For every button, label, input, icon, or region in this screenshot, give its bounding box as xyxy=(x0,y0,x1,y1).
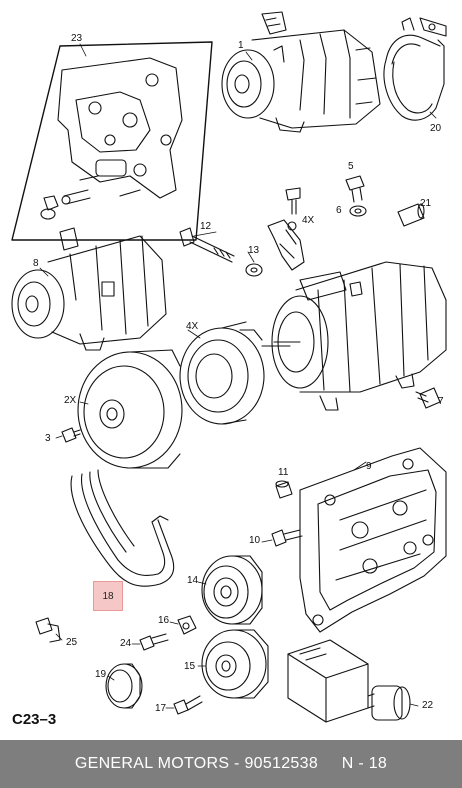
part-18-belt xyxy=(70,469,175,587)
part-1-compressor xyxy=(221,11,381,133)
diagram-code: C23–3 xyxy=(12,711,57,728)
part-9-bracket xyxy=(299,447,447,633)
callout-17: 17 xyxy=(155,703,167,714)
callout-19: 19 xyxy=(95,669,107,680)
part-16-nut xyxy=(177,615,197,635)
callout-15: 15 xyxy=(184,661,196,672)
part-19-cap xyxy=(105,663,143,709)
part-12-bolt xyxy=(179,227,235,263)
part-23-bracket xyxy=(11,41,213,241)
exploded-parts-diagram xyxy=(11,11,447,723)
callout-25: 25 xyxy=(66,637,78,648)
callout-3: 3 xyxy=(45,433,51,444)
part-7-bolt xyxy=(415,387,441,409)
callout-20: 20 xyxy=(430,123,442,134)
footer-spacer xyxy=(318,755,342,773)
part-14-pulley xyxy=(201,555,263,625)
small-bolt-top xyxy=(285,187,301,215)
callout-4x-top: 4X xyxy=(302,215,315,226)
callout-24: 24 xyxy=(120,638,132,649)
part-3-bolt xyxy=(61,427,81,443)
part-13-washer xyxy=(245,263,263,277)
part-22-sensor xyxy=(287,639,411,723)
callout-1: 1 xyxy=(238,40,244,51)
callout-2x: 2X xyxy=(64,395,77,406)
callout-23: 23 xyxy=(71,33,83,44)
highlighted-part-number: 18 xyxy=(102,591,114,602)
part-2x-clutch xyxy=(77,349,183,469)
part-7-compressor xyxy=(261,261,447,411)
footer-separator: - xyxy=(229,755,245,772)
part-15-pulley xyxy=(201,629,269,699)
callout-8: 8 xyxy=(33,258,39,269)
part-21-sleeve xyxy=(397,203,425,227)
part-6-washer xyxy=(349,205,367,217)
callout-7: 7 xyxy=(438,396,444,407)
part-24-bolt xyxy=(139,633,169,651)
footer-ref: N - 18 xyxy=(341,755,388,772)
callout-14: 14 xyxy=(187,575,199,586)
callout-11: 11 xyxy=(278,467,289,478)
part-4x-brush-holder xyxy=(267,219,305,271)
callout-22: 22 xyxy=(422,700,434,711)
part-20-clamp xyxy=(383,17,447,121)
callout-13: 13 xyxy=(248,245,260,256)
callout-4x-mid: 4X xyxy=(186,321,199,332)
callout-5: 5 xyxy=(348,161,354,172)
callout-10: 10 xyxy=(249,535,261,546)
footer-part-number: 90512538 xyxy=(244,755,319,772)
callout-16: 16 xyxy=(158,615,170,626)
leader-lines xyxy=(39,43,437,709)
footer-bar: GENERAL MOTORS - 90512538 N - 18 xyxy=(0,740,462,788)
part-4x-coil xyxy=(179,321,265,425)
callout-6: 6 xyxy=(336,205,342,216)
callout-9: 9 xyxy=(366,461,372,472)
footer-brand: GENERAL MOTORS xyxy=(74,755,230,772)
callout-12: 12 xyxy=(200,221,212,232)
part-17-bolt xyxy=(173,695,203,715)
highlighted-part-18[interactable]: 18 xyxy=(93,581,123,611)
part-5-bolt xyxy=(345,175,365,203)
part-11-spacer xyxy=(275,480,293,499)
part-25-bolt xyxy=(35,617,61,643)
part-10-bolt xyxy=(271,529,303,547)
callout-21: 21 xyxy=(420,198,432,209)
part-8-compressor xyxy=(11,227,167,351)
